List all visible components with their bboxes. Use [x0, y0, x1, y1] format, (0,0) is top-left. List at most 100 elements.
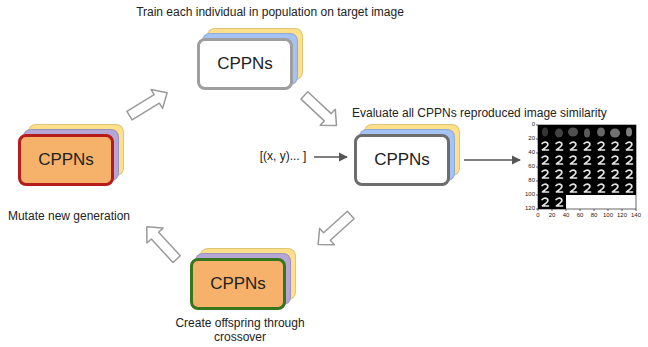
digit-two [556, 170, 563, 178]
digit-two [626, 156, 633, 164]
image-cell [538, 125, 552, 139]
digit-two [612, 184, 619, 192]
population-stack: CPPNs [197, 38, 293, 90]
x-tick [580, 209, 581, 211]
digit-two [584, 184, 591, 192]
y-tick [536, 181, 538, 182]
image-cell [622, 153, 636, 167]
node-label: CPPNs [38, 150, 94, 170]
cycle-arrow [147, 227, 181, 263]
stage-caption: Evaluate all CPPNs reproduced image simi… [352, 106, 607, 120]
cppn-box: CPPNs [190, 258, 286, 310]
axis-tick-label: 100 [603, 212, 613, 219]
image-cell [622, 125, 636, 139]
blurry-digit [584, 129, 590, 138]
image-cell [580, 181, 594, 195]
image-cell [608, 139, 622, 153]
node-label: CPPNs [217, 54, 273, 74]
node-label: CPPNs [210, 274, 266, 294]
axis-tick-label: 0 [532, 121, 535, 128]
axis-tick-label: 0 [536, 212, 539, 219]
image-cell [594, 125, 608, 139]
node-label: CPPNs [374, 150, 430, 170]
y-tick [536, 167, 538, 168]
image-cell [538, 139, 552, 153]
image-cell [622, 167, 636, 181]
cppn-box: CPPNs [197, 38, 293, 90]
digit-two [542, 170, 549, 178]
axis-tick-label: 40 [528, 149, 535, 156]
digit-two [612, 142, 619, 150]
axis-tick-label: 80 [528, 177, 535, 184]
x-tick [622, 209, 623, 211]
image-cell [552, 139, 566, 153]
y-tick [536, 209, 538, 210]
input-arrow [314, 156, 347, 157]
y-tick [536, 125, 538, 126]
digit-two [542, 142, 549, 150]
axis-tick-label: 40 [563, 212, 570, 219]
axis-tick-label: 20 [528, 135, 535, 142]
image-cell [566, 125, 580, 139]
stage-caption: [(x, y)... ] [260, 149, 307, 163]
evaluation-stack: CPPNs [354, 134, 450, 186]
digit-two [556, 198, 563, 206]
axis-tick-label: 60 [577, 212, 584, 219]
cycle-arrow [318, 211, 354, 244]
image-cell [566, 181, 580, 195]
digit-two [626, 142, 633, 150]
stage-caption: Train each individual in population on t… [136, 5, 404, 19]
image-cell [538, 195, 552, 209]
offspring-stack: CPPNs [190, 258, 286, 310]
image-cell [580, 153, 594, 167]
x-tick [608, 209, 609, 211]
image-cell [552, 181, 566, 195]
digit-two [612, 156, 619, 164]
image-cell [552, 125, 566, 139]
cppn-box: CPPNs [18, 134, 114, 186]
image-cell [566, 139, 580, 153]
image-cell [608, 153, 622, 167]
image-cell [538, 167, 552, 181]
image-cell [608, 167, 622, 181]
digit-two [598, 170, 605, 178]
image-cell [580, 167, 594, 181]
image-cell [580, 139, 594, 153]
x-tick [552, 209, 553, 211]
blurry-digit [597, 128, 605, 137]
axis-tick-label: 120 [525, 205, 535, 212]
x-tick [594, 209, 595, 211]
x-tick [566, 209, 567, 211]
blurry-digit [568, 128, 578, 137]
digit-two [598, 142, 605, 150]
stage-caption: Mutate new generation [8, 209, 130, 223]
axis-tick-label: 120 [617, 212, 627, 219]
image-cell [622, 139, 636, 153]
digit-two [612, 170, 619, 178]
digit-two [542, 156, 549, 164]
image-cell [552, 153, 566, 167]
image-cell [538, 181, 552, 195]
axis-tick-label: 60 [528, 163, 535, 170]
image-cell [594, 153, 608, 167]
cppn-box: CPPNs [354, 134, 450, 186]
cycle-arrow [301, 92, 337, 126]
image-cell [608, 181, 622, 195]
image-cell [594, 181, 608, 195]
stage-caption: Create offspring through crossover [165, 316, 315, 345]
digit-two [542, 198, 549, 206]
axes-frame [538, 125, 636, 209]
axis-tick-label: 140 [631, 212, 641, 219]
image-cell [622, 181, 636, 195]
blurry-digit [555, 129, 563, 138]
digit-two [598, 184, 605, 192]
image-cell [594, 167, 608, 181]
y-tick [536, 153, 538, 154]
digit-two [542, 184, 549, 192]
digit-two [570, 184, 577, 192]
axis-tick-label: 100 [525, 191, 535, 198]
image-cell [580, 125, 594, 139]
blurry-digit [542, 128, 548, 137]
digit-two [556, 156, 563, 164]
image-cell [538, 153, 552, 167]
